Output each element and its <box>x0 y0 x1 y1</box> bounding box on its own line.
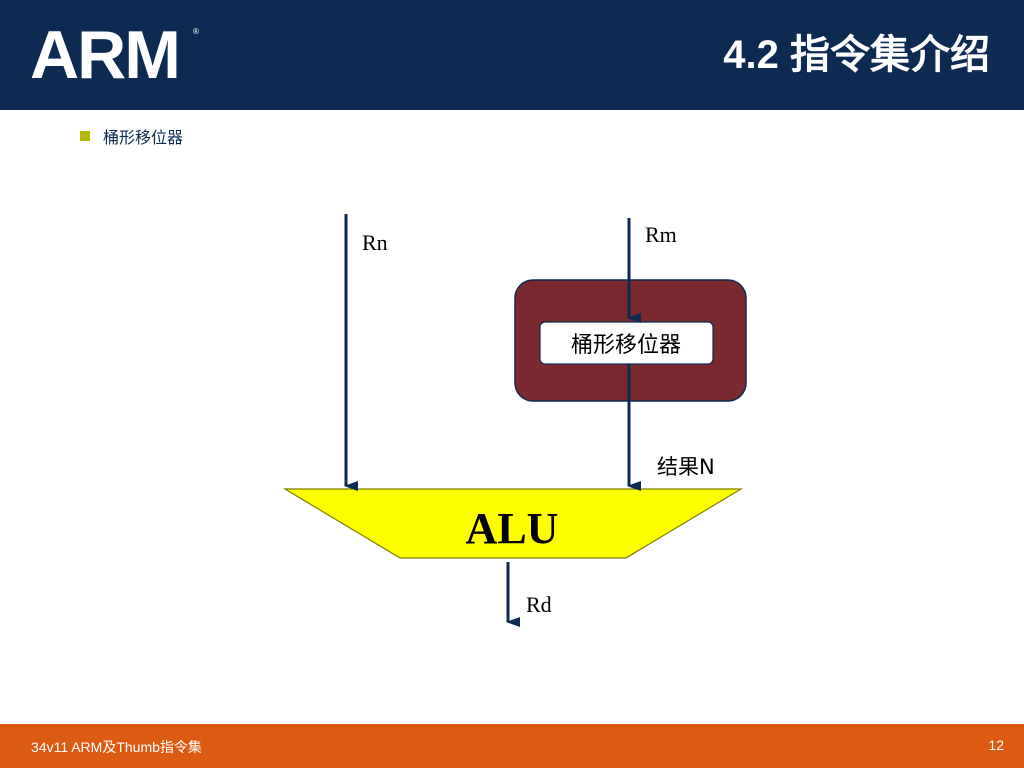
rd-label: Rd <box>526 592 552 617</box>
shifter-label-box <box>539 321 714 365</box>
bullet-item: 桶形移位器 <box>80 124 183 148</box>
alu-label: ALU <box>466 504 559 553</box>
footer-course-label: 34v11 ARM及Thumb指令集 <box>31 739 202 755</box>
bullet-text: 桶形移位器 <box>103 128 184 147</box>
rn-label: Rn <box>362 230 388 255</box>
footer-bar: 34v11 ARM及Thumb指令集 12 <box>0 724 1024 768</box>
page-number: 12 <box>988 737 1004 753</box>
bullet-square-icon <box>80 131 90 141</box>
alu-block <box>282 488 744 559</box>
result-label: 结果N <box>657 455 715 479</box>
rm-label: Rm <box>645 222 677 247</box>
arm-logo: ARM ® <box>30 22 199 84</box>
logo-text: ARM <box>30 22 179 84</box>
slide-title: 4.2 指令集介绍 <box>723 33 990 77</box>
shifter-label: 桶形移位器 <box>571 333 681 358</box>
header-bar: ARM ® 4.2 指令集介绍 <box>0 0 1024 110</box>
svg-text:®: ® <box>193 27 199 36</box>
